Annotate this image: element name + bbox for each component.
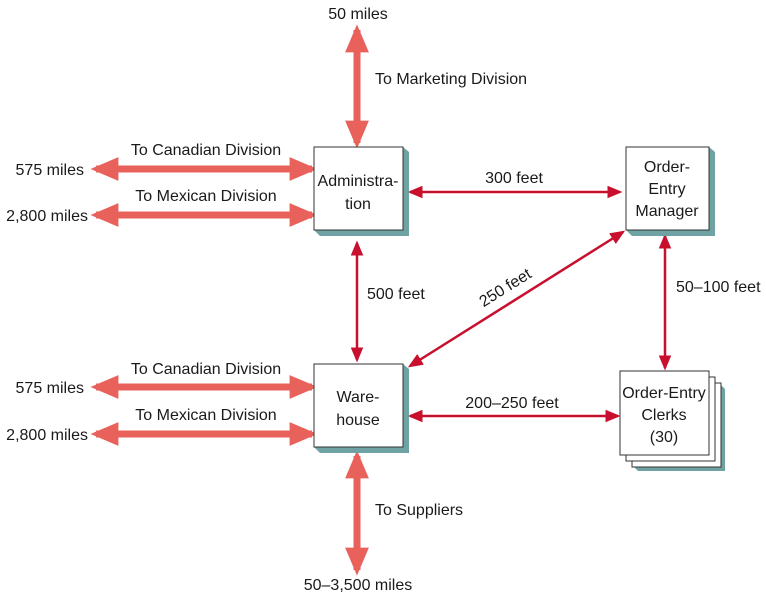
admin-canadian-distance-label: 575 miles: [16, 162, 84, 179]
administration-box: Administra- tion: [313, 146, 409, 236]
wh-mexican-dest-label: To Mexican Division: [135, 407, 276, 424]
admin-mexican-dest-label: To Mexican Division: [135, 188, 276, 205]
manager-clerks-distance-label: 50–100 feet: [676, 279, 761, 296]
clerks-line1: Order-Entry: [622, 385, 706, 402]
wh-canadian-distance-label: 575 miles: [16, 380, 84, 397]
wh-canadian-dest-label: To Canadian Division: [131, 361, 281, 378]
marketing-distance-label: 50 miles: [328, 6, 388, 23]
order-entry-manager-box: Order- Entry Manager: [625, 146, 715, 236]
administration-line2: tion: [345, 196, 371, 213]
suppliers-distance-label: 50–3,500 miles: [304, 577, 413, 594]
wh-mexican-distance-label: 2,800 miles: [6, 427, 88, 444]
admin-warehouse-distance-label: 500 feet: [367, 286, 425, 303]
admin-manager-distance-label: 300 feet: [485, 170, 543, 187]
marketing-dest-label: To Marketing Division: [375, 71, 527, 88]
manager-line1: Order-: [644, 159, 690, 176]
administration-line1: Administra-: [318, 173, 399, 190]
clerks-line2: Clerks: [641, 407, 686, 424]
admin-mexican-distance-label: 2,800 miles: [6, 208, 88, 225]
warehouse-line1: Ware-: [337, 389, 380, 406]
admin-canadian-dest-label: To Canadian Division: [131, 142, 281, 159]
manager-warehouse-distance-label: 250 feet: [477, 265, 536, 310]
suppliers-dest-label: To Suppliers: [375, 502, 463, 519]
manager-warehouse-arrow: [407, 230, 626, 368]
warehouse-box: Ware- house: [313, 363, 409, 453]
manager-line2: Entry: [648, 181, 685, 198]
warehouse-line2: house: [336, 412, 380, 429]
clerks-line3: (30): [650, 429, 678, 446]
warehouse-clerks-distance-label: 200–250 feet: [465, 395, 559, 412]
manager-line3: Manager: [635, 203, 699, 220]
order-entry-clerks-box: Order-Entry Clerks (30): [619, 370, 725, 471]
